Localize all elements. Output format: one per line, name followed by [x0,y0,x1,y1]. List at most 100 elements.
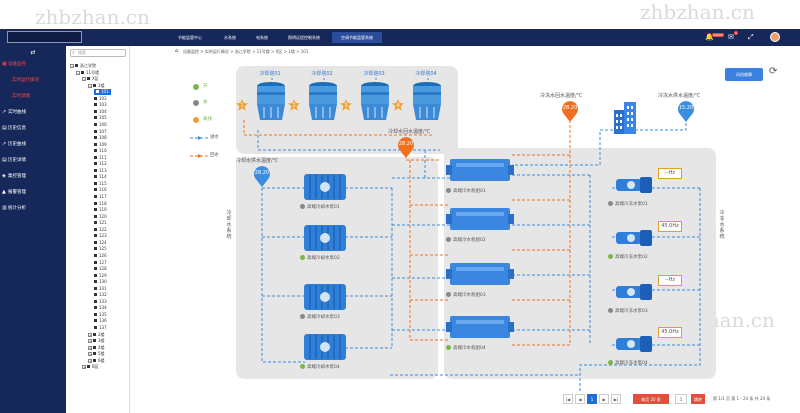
tree-node[interactable]: 130 [94,279,107,285]
fullscreen-icon[interactable]: ⤢ [748,33,754,41]
tree-node[interactable]: 117 [94,194,107,200]
chilled-pump-icon[interactable] [616,280,654,304]
tree-node[interactable]: 129 [94,273,107,279]
tree-node[interactable]: 135 [94,312,107,318]
cooling-pump-icon[interactable] [302,223,348,253]
nav-water-system[interactable]: 水系统 [224,35,236,40]
nav-hvac-system[interactable]: 空调节能监管系统 [332,32,382,43]
menu-realtime-status[interactable]: 实时运行情况 [0,75,66,86]
tree-node[interactable]: 136 [94,318,107,324]
tree-node[interactable]: 107 [94,129,107,135]
expand-icon[interactable]: + [88,339,92,344]
menu-history-curve[interactable]: ↗历史曲线 [0,139,66,150]
tree-node[interactable]: 131 [94,286,107,292]
tree-node[interactable]: −1楼 [88,83,105,89]
tree-node[interactable]: 128 [94,266,107,272]
tree-node[interactable]: 118 [94,201,107,207]
tree-node[interactable]: 121 [94,220,107,226]
tree-node[interactable]: +4楼 [88,345,105,351]
tree-node[interactable]: 124 [94,240,107,246]
expand-icon[interactable]: − [70,64,74,68]
mail-icon[interactable]: ✉ 1 [728,31,738,41]
cooling-tower-icon[interactable] [254,80,288,124]
refresh-icon[interactable]: ⟳ [769,66,778,77]
chiller-unit-icon[interactable] [446,259,514,289]
sidebar-toggle-icon[interactable]: ⇄ [30,49,36,56]
tree-node[interactable]: 126 [94,253,107,259]
expand-icon[interactable]: + [88,345,92,350]
tree-node[interactable]: 106 [94,122,107,128]
tree-node[interactable]: −X区 [82,76,99,82]
menu-history-detail[interactable]: ▤历史详情 [0,155,66,166]
expand-icon[interactable]: − [88,83,92,88]
tree-node[interactable]: 134 [94,305,107,311]
menu-central-control[interactable]: ◈集控管理 [0,171,66,182]
chiller-unit-icon[interactable] [446,155,514,185]
expand-icon[interactable]: + [82,365,86,370]
tree-node[interactable]: 112 [94,161,107,167]
expand-icon[interactable]: − [76,70,80,75]
tree-node[interactable]: 122 [94,227,107,233]
page-size-select[interactable]: 每页 20 条 [633,394,669,404]
expand-icon[interactable]: − [82,77,86,82]
menu-realtime-detail[interactable]: 实时详情 [0,91,66,102]
tree-node[interactable]: 114 [94,174,107,180]
chilled-pump-icon[interactable] [616,226,654,250]
tree-node[interactable]: 132 [94,292,107,298]
tree-node[interactable]: 104 [94,109,107,115]
tree-node[interactable]: −浙江学院 [70,63,96,69]
pager-first-button[interactable]: |◀ [563,394,573,404]
tree-node[interactable]: 116 [94,187,107,193]
tree-node[interactable]: 123 [94,233,107,239]
chilled-pump-icon[interactable] [616,173,654,197]
tree-node[interactable]: 137 [94,325,107,331]
tree-node[interactable]: +5楼 [88,351,105,357]
pager-prev-button[interactable]: ◀ [575,394,585,404]
tree-node[interactable]: 115 [94,181,107,187]
tree-node[interactable]: +3楼 [88,338,105,344]
tree-node[interactable]: 119 [94,207,107,213]
expand-icon[interactable]: + [88,352,92,357]
cooling-pump-icon[interactable] [302,332,348,362]
expand-icon[interactable]: + [88,332,92,337]
menu-statistics[interactable]: ▥统计分析 [0,203,66,214]
tree-node[interactable]: 103 [94,102,107,108]
goto-page-button[interactable]: 跳转 [691,394,705,404]
tree-node[interactable]: 113 [94,168,107,174]
tree-node[interactable]: 120 [94,214,107,220]
cooling-tower-icon[interactable] [306,80,340,124]
tree-node[interactable]: 133 [94,299,107,305]
menu-alarm[interactable]: ▲报警管理 [0,187,66,198]
pager-next-button[interactable]: ▶ [599,394,609,404]
tree-node[interactable]: +6楼 [88,358,105,364]
chiller-unit-icon[interactable] [446,312,514,342]
tree-search-input[interactable]: ⚲搜索 [70,49,126,57]
menu-device-monitor[interactable]: ▣设备监控 [0,59,66,70]
expand-icon[interactable]: + [88,358,92,363]
home-icon[interactable]: ⌂ [175,48,179,54]
pager-last-button[interactable]: ▶| [611,394,621,404]
goto-page-input[interactable]: 1 [675,394,687,404]
tree-node[interactable]: +2楼 [88,332,105,338]
tree-node[interactable]: 125 [94,246,107,252]
chiller-unit-icon[interactable] [446,204,514,234]
tree-node[interactable]: 109 [94,142,107,148]
tree-node[interactable]: 105 [94,115,107,121]
nav-energy-center[interactable]: 节能监管中心 [178,35,202,40]
chilled-pump-icon[interactable] [616,332,654,356]
bell-icon[interactable]: 🔔 [705,33,714,41]
tree-node[interactable]: −11号楼 [76,70,99,76]
cooling-tower-icon[interactable] [410,80,444,124]
tree-node[interactable]: +B区 [82,364,99,370]
fault-button[interactable]: 风机故障 [725,68,763,81]
avatar[interactable] [770,32,780,42]
cooling-pump-icon[interactable] [302,172,348,202]
tree-node[interactable]: 102 [94,96,107,102]
menu-realtime-curve[interactable]: ↗实时曲线 [0,107,66,118]
tree-node[interactable]: 101 [94,89,111,96]
pager-current-page[interactable]: 1 [587,394,597,404]
nav-electric-system[interactable]: 电系统 [256,35,268,40]
tree-node[interactable]: 127 [94,260,107,266]
tree-node[interactable]: 110 [94,148,107,154]
tree-node[interactable]: 111 [94,155,107,161]
